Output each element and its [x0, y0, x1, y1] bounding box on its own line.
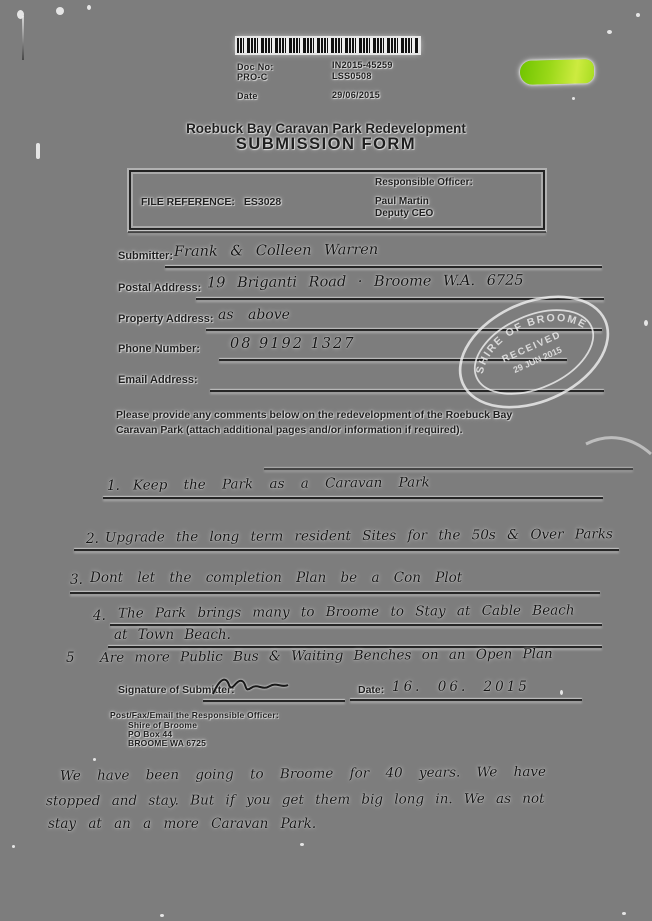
property-address-line — [206, 329, 602, 331]
comment-5-text: Are more Public Bus & Waiting Benches on… — [99, 646, 553, 666]
comment-2-line — [74, 549, 619, 551]
footnote-line3: stay at an a more Caravan Park. — [48, 816, 317, 832]
return-instruction: Post/Fax/Email the Responsible Officer: — [110, 710, 279, 720]
scan-speck — [12, 845, 15, 848]
comment-4-line1 — [110, 624, 602, 626]
scan-speck — [93, 758, 96, 761]
phone-number-line — [219, 359, 567, 361]
comment-5-number: 5 — [66, 650, 75, 666]
comment-2-number: 2. — [86, 531, 99, 547]
scan-speck — [160, 914, 164, 917]
return-city: BROOME WA 6725 — [128, 738, 207, 748]
submitter-line — [165, 266, 602, 268]
file-reference-box: FILE REFERENCE: ES3028 Responsible Offic… — [129, 170, 545, 230]
scan-speck — [17, 10, 24, 19]
barcode — [237, 38, 419, 53]
postal-address-value: 19 Briganti Road · Broome W.A. 6725 — [206, 272, 524, 292]
scan-speck — [56, 7, 64, 15]
responsible-officer-label: Responsible Officer: — [375, 177, 473, 188]
scan-speck — [36, 143, 40, 159]
submitter-value: Frank & Colleen Warren — [173, 241, 379, 261]
scan-speck — [607, 30, 612, 34]
return-po-box: PO Box 44 — [128, 729, 173, 739]
date-value: 29/06/2015 — [332, 90, 381, 100]
officer-name: Paul Martin — [375, 196, 429, 207]
comment-3-number: 3. — [70, 572, 83, 588]
signature-label: Signature of Submitter: — [118, 684, 235, 696]
scan-speck — [300, 843, 304, 846]
comment-4-text-line2: at Town Beach. — [114, 627, 231, 643]
footnote-line2: stopped and stay. But if you get them bi… — [45, 790, 545, 810]
comment-4-text-line1: The Park brings many to Broome to Stay a… — [117, 602, 575, 622]
comment-1-text: Keep the Park as a Caravan Park — [132, 474, 430, 494]
comment-4-line2 — [108, 646, 602, 648]
signature-line — [203, 700, 345, 702]
scan-stray-line — [264, 468, 633, 470]
pro-label: PRO-C — [237, 72, 268, 82]
comment-4-number: 4. — [93, 608, 106, 624]
footnote-line1: We have been going to Broome for 40 year… — [59, 763, 547, 785]
green-highlight-mark — [519, 59, 595, 85]
date-field-label: Date: — [358, 684, 385, 696]
received-stamp: SHIRE OF BROOME RECEIVED 29 JUN 2015 — [458, 295, 610, 409]
property-address-label: Property Address: — [118, 313, 214, 325]
comment-1-line — [103, 497, 603, 499]
date-field-value: 16. 06. 2015 — [392, 679, 530, 695]
date-label: Date — [237, 91, 258, 101]
file-reference: FILE REFERENCE: ES3028 — [141, 196, 281, 208]
instructions-text: Please provide any comments below on the… — [116, 409, 513, 436]
email-address-line — [210, 390, 604, 392]
scan-speck — [644, 320, 648, 326]
scan-swoosh — [585, 436, 652, 456]
box-shadow-line — [128, 231, 546, 233]
submitter-label: Submitter: — [118, 250, 173, 262]
scan-speck — [636, 13, 640, 17]
file-reference-label: FILE REFERENCE: — [141, 196, 235, 208]
phone-number-label: Phone Number: — [118, 343, 200, 355]
phone-number-value: 08 9192 1327 — [230, 336, 356, 352]
form-subtitle: SUBMISSION FORM — [235, 135, 417, 153]
scan-scratch — [22, 16, 24, 60]
doc-no-label: Doc No: — [237, 62, 274, 72]
date-line — [350, 699, 582, 701]
scan-speck — [572, 97, 575, 100]
postal-address-line — [196, 298, 604, 300]
form-title: Roebuck Bay Caravan Park Redevelopment — [186, 121, 466, 136]
comment-1-number: 1. — [107, 478, 120, 494]
comment-2-text: Upgrade the long term resident Sites for… — [104, 526, 614, 546]
scan-speck — [560, 690, 563, 695]
postal-address-label: Postal Address: — [118, 282, 202, 294]
comment-3-text: Dont let the completion Plan be a Con Pl… — [90, 570, 463, 586]
comment-3-line — [70, 592, 600, 594]
doc-no-value: IN2015-45259 — [332, 60, 393, 70]
submitter-signature — [212, 678, 289, 695]
return-org: Shire of Broome — [128, 720, 198, 730]
scan-speck — [622, 912, 626, 915]
scan-speck — [87, 5, 91, 10]
email-address-label: Email Address: — [118, 374, 198, 386]
pro-value: LSS0508 — [332, 71, 372, 81]
officer-title: Deputy CEO — [375, 208, 434, 219]
file-reference-value: ES3028 — [243, 196, 282, 208]
property-address-value: as above — [218, 307, 290, 323]
